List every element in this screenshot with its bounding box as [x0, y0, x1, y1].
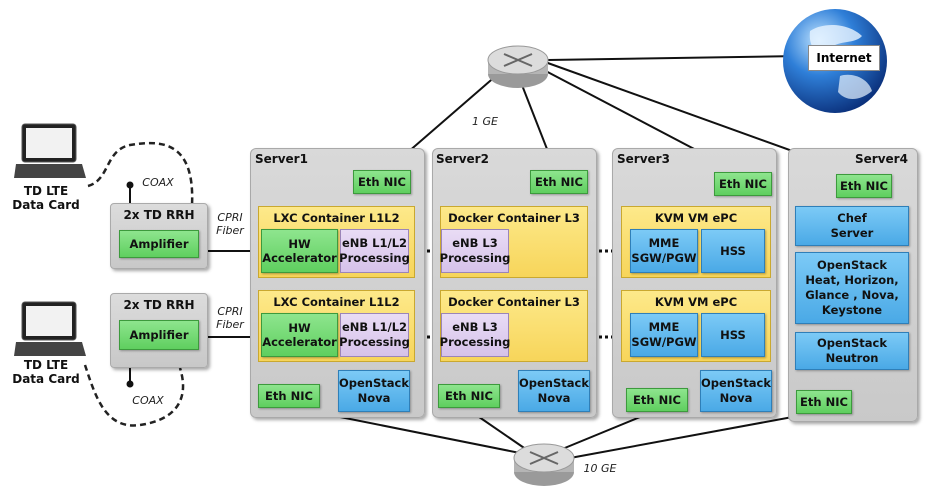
- hss: HSS: [701, 229, 765, 273]
- coax-cable-bottom: [83, 364, 185, 427]
- eth-nic-s3-bottom: Eth NIC: [626, 388, 688, 412]
- rrh-box-bottom: 2x TD RRH Amplifier: [110, 293, 208, 368]
- eth-nic-s2-top: Eth NIC: [530, 170, 588, 194]
- eth-nic-s4-bottom: Eth NIC: [796, 390, 852, 414]
- link-label-1ge: 1 GE: [472, 115, 498, 128]
- rrh-title: 2x TD RRH: [123, 298, 195, 312]
- coax-label-top: COAX: [142, 176, 174, 189]
- amplifier: Amplifier: [119, 320, 199, 350]
- eth-nic-s4-top: Eth NIC: [836, 174, 892, 198]
- server3-label: Server3: [617, 152, 670, 166]
- amplifier: Amplifier: [119, 230, 199, 258]
- server1-label: Server1: [255, 152, 308, 166]
- rrh-box-top: 2x TD RRH Amplifier: [110, 203, 208, 269]
- server2-label: Server2: [436, 152, 489, 166]
- hss: HSS: [701, 313, 765, 357]
- eth-nic-s2-bottom: Eth NIC: [438, 384, 500, 408]
- router-icon: [487, 45, 549, 88]
- coax-cable-top: [87, 141, 194, 206]
- eth-nic-s3-top: Eth NIC: [714, 172, 772, 196]
- laptop-icon-top: [14, 123, 86, 178]
- link-router-internet: [547, 55, 801, 61]
- server4-label: Server4: [855, 152, 908, 166]
- coax-label-bottom: COAX: [132, 394, 164, 407]
- laptop-icon-bottom: [14, 301, 86, 356]
- rrh-title: 2x TD RRH: [123, 208, 195, 222]
- switch-icon: [513, 443, 575, 486]
- internet-label: Internet: [808, 45, 880, 71]
- docker-container-top: Docker Container L3: [440, 206, 588, 278]
- link-label-10ge: 10 GE: [583, 462, 617, 475]
- eth-nic-s1-bottom: Eth NIC: [258, 384, 320, 408]
- link-server4-switch: [569, 410, 826, 459]
- eth-nic-s1-top: Eth NIC: [353, 170, 411, 194]
